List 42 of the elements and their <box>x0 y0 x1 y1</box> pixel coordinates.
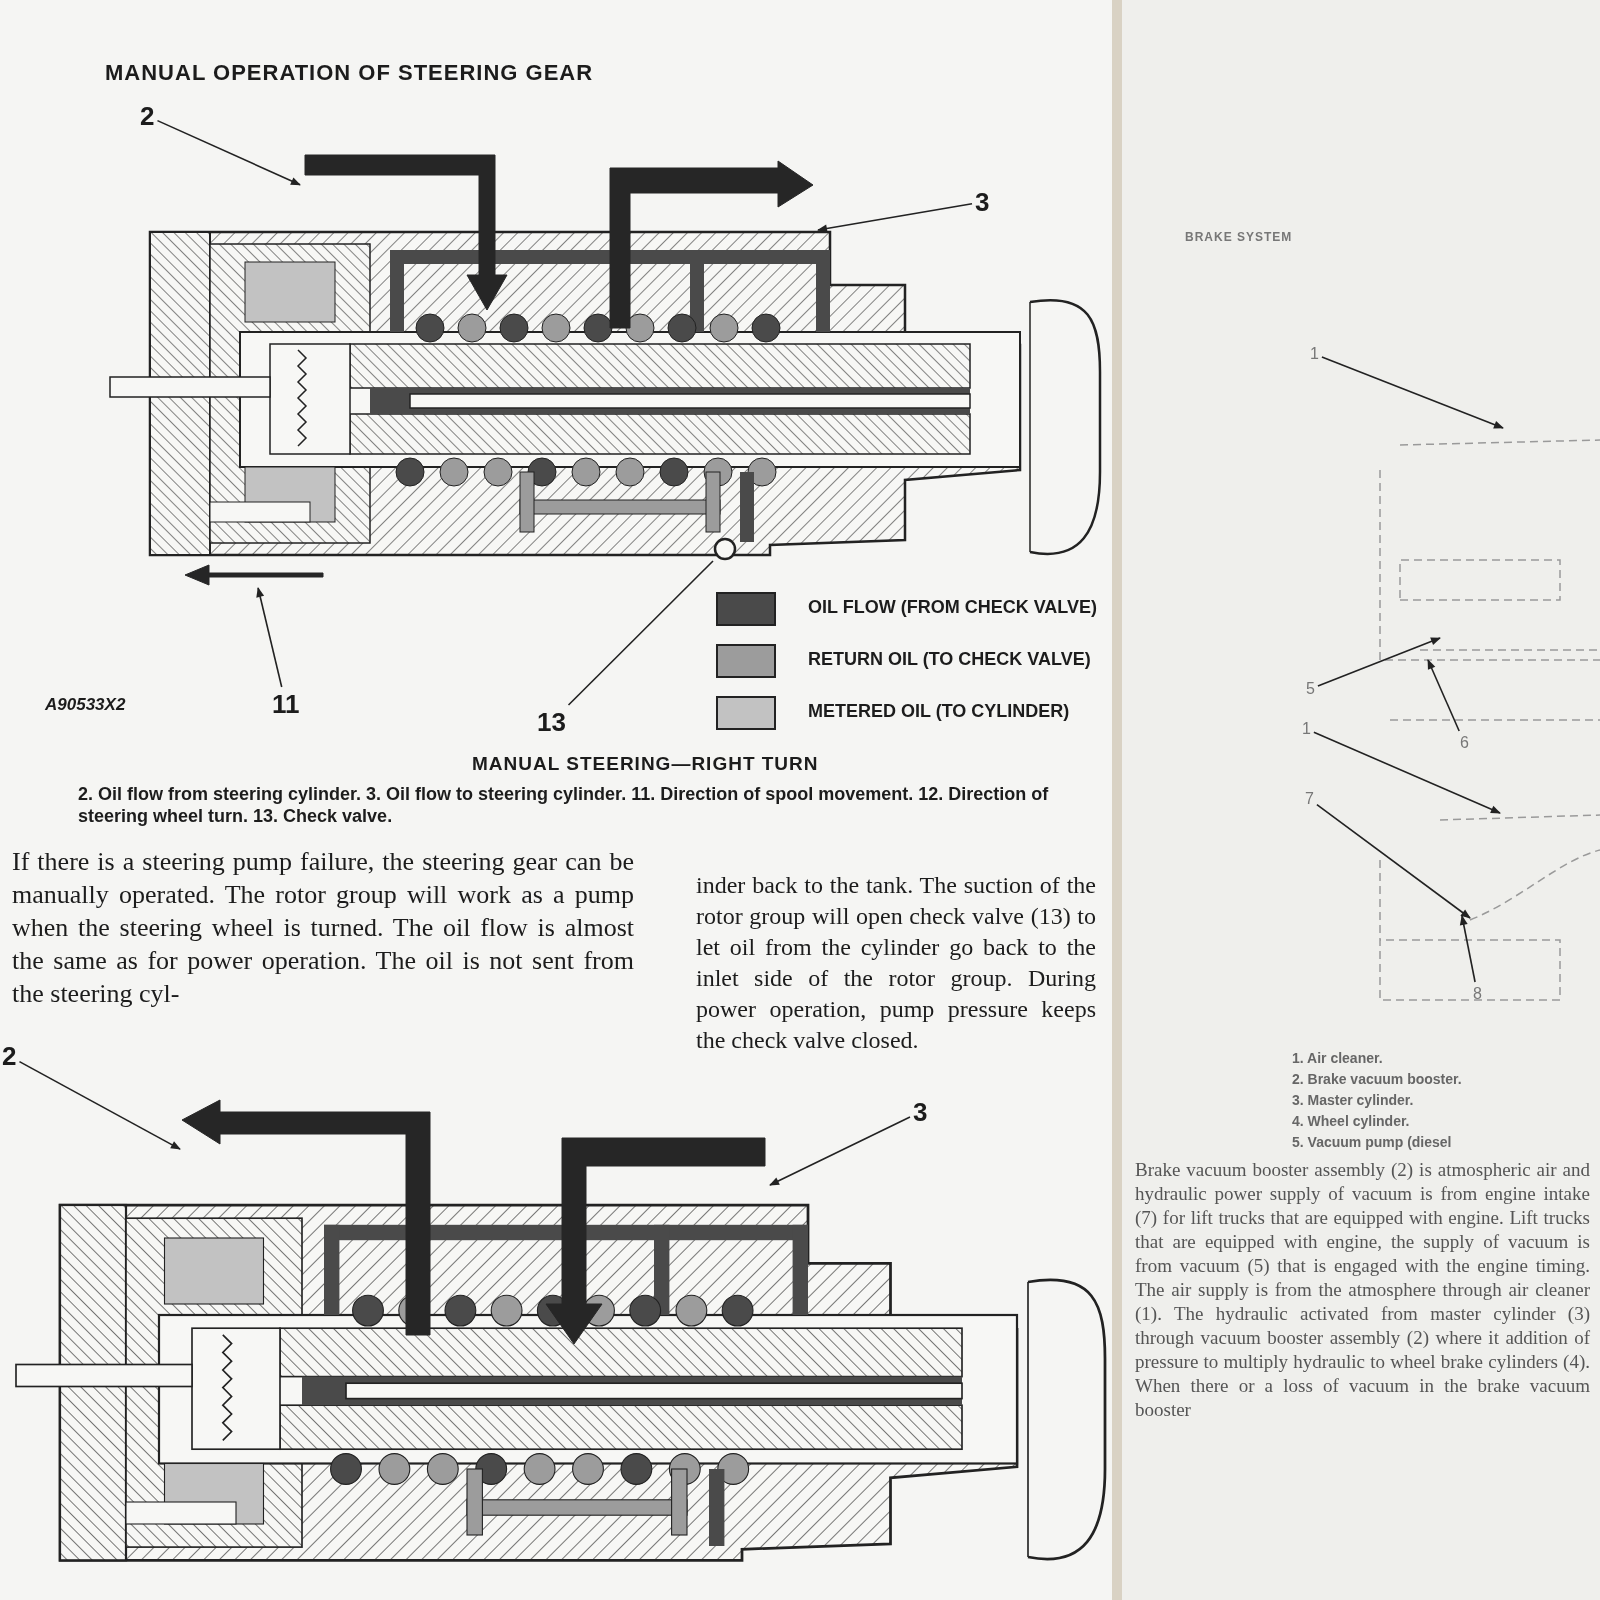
body-paragraph: Brake vacuum booster assembly (2) is atmospheric air and hydraulic power supply of vacuum is from engine intake (7) for lift trucks that are equipped with engine. Lift trucks that are equipped with engine, the supply of vacuum is from vacuum (5) that is engaged with the engine timing. The air supply is from the atmosphere through air cleaner (1). The hydraulic activated from master cylinder (3) through vacuum booster assembly (2) where it addition of pressure to multiply hydraulic to wheel brake cylinders (4). When there or a loss of vacuum in the brake vacuum booster <box>1135 1158 1590 1422</box>
callout-number: 8 <box>1473 985 1482 1003</box>
leader-line <box>1317 637 1441 687</box>
leader-line <box>18 1060 181 1150</box>
leader-line <box>1459 915 1476 983</box>
body-paragraph: inder back to the tank. The suction of the rotor group will open check valve (13) to let oil from the cylinder go back to the inlet side of the rotor group. During power operation, pump pressure keeps the check valve closed. <box>696 871 1096 1055</box>
callout-number: 3 <box>975 188 990 216</box>
page-heading: BRAKE SYSTEM <box>1185 230 1293 244</box>
legend-text: OIL FLOW (FROM CHECK VALVE) <box>808 597 1097 618</box>
callout-number: 5 <box>1306 680 1315 698</box>
callout-number: 6 <box>1460 734 1469 752</box>
callout-number: 3 <box>913 1098 928 1126</box>
leader-line <box>1321 356 1504 429</box>
leader-line <box>256 587 283 688</box>
page-heading: MANUAL OPERATION OF STEERING GEAR <box>105 60 594 86</box>
body-paragraph: If there is a steering pump failure, the steering gear can be manually operated. The rotor group will work as a pump when the steering wheel is turned. The oil flow is almost the same as for power operation. The oil is not sent from the steering cyl- <box>12 846 634 1010</box>
direction-arrow <box>185 562 325 588</box>
callout-number: 1 <box>1302 720 1311 738</box>
callout-number: 2 <box>140 102 155 130</box>
leader-line <box>567 560 714 706</box>
callout-number: 7 <box>1305 790 1314 808</box>
parts-list-item: 3. Master cylinder. <box>1292 1092 1414 1108</box>
parts-list-item: 1. Air cleaner. <box>1292 1050 1383 1066</box>
legend-text: METERED OIL (TO CYLINDER) <box>808 701 1070 722</box>
figure-caption: 2. Oil flow from steering cylinder. 3. Oil flow to steering cylinder. 11. Direction of spool movement. 12. Direction of steering wheel turn. 13. Check valve. <box>78 783 1050 827</box>
leader-line <box>769 1116 911 1186</box>
figure-title: MANUAL STEERING—RIGHT TURN <box>472 753 819 775</box>
leader-line <box>817 202 973 233</box>
callout-number: 11 <box>272 690 300 718</box>
leader-line <box>1313 731 1501 814</box>
check-valve-ball <box>713 537 737 561</box>
parts-list-item: 4. Wheel cylinder. <box>1292 1113 1410 1129</box>
leader-line <box>1316 803 1471 919</box>
figure-number: A90533X2 <box>45 695 126 715</box>
legend-text: RETURN OIL (TO CHECK VALVE) <box>808 649 1091 670</box>
parts-list-item: 2. Brake vacuum booster. <box>1292 1071 1462 1087</box>
callout-number: 2 <box>2 1042 17 1070</box>
leader-line <box>1427 659 1460 732</box>
leader-line <box>156 119 301 186</box>
callout-number: 1 <box>1310 345 1319 363</box>
callout-number: 13 <box>537 708 566 736</box>
parts-list-item: 5. Vacuum pump (diesel <box>1292 1134 1452 1150</box>
